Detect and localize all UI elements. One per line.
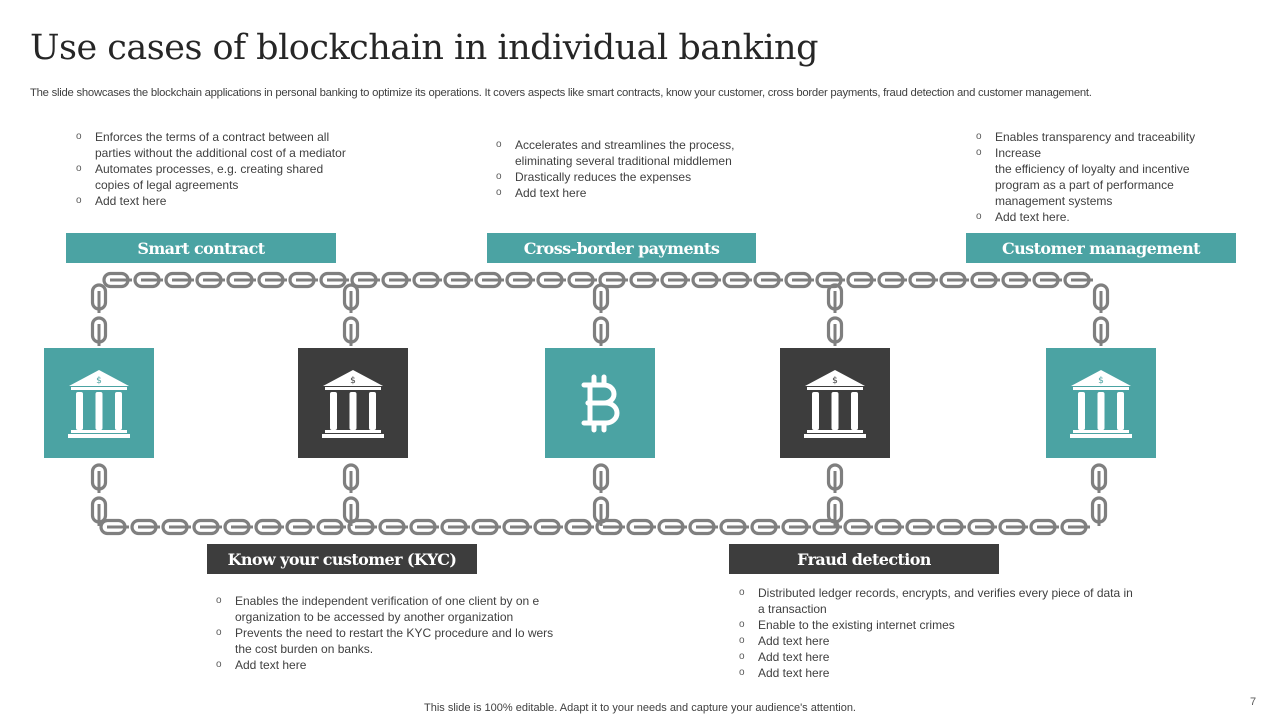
kyc-bullets: Enables the independent verification of … — [215, 593, 565, 673]
bank-icon: $ — [1070, 370, 1132, 438]
slide-title: Use cases of blockchain in individual ba… — [30, 28, 819, 68]
slide-subtitle: The slide showcases the blockchain appli… — [30, 87, 1092, 99]
svg-text:$: $ — [350, 376, 356, 386]
kyc-label: Know your customer (KYC) — [207, 544, 477, 574]
smart-contract-bullets: Enforces the terms of a contract between… — [75, 129, 355, 209]
fraud-detection-bullets: Distributed ledger records, encrypts, an… — [738, 585, 1138, 681]
fraud-detection-label: Fraud detection — [729, 544, 999, 574]
bank-icon: $ — [804, 370, 866, 438]
bullet-item: Enforces the terms of a contract between… — [75, 129, 355, 161]
customer-management-node: $ — [1046, 348, 1156, 458]
bullet-item: Drastically reduces the expenses — [495, 169, 735, 185]
cross-border-node — [545, 348, 655, 458]
bullet-item: Accelerates and streamlines the process,… — [495, 137, 735, 169]
bullet-item: Increase — [975, 145, 1225, 161]
bullet-item: the efficiency of loyalty and incentive … — [995, 162, 1190, 208]
kyc-node: $ — [298, 348, 408, 458]
smart-contract-label: Smart contract — [66, 233, 336, 263]
fraud-detection-node: $ — [780, 348, 890, 458]
bank-icon: $ — [322, 370, 384, 438]
bullet-item: Add text here — [495, 185, 735, 201]
bullet-item: Distributed ledger records, encrypts, an… — [738, 585, 1138, 617]
svg-text:$: $ — [96, 376, 102, 386]
bullet-item: Automates processes, e.g. creating share… — [75, 161, 355, 193]
customer-management-label: Customer management — [966, 233, 1236, 263]
svg-text:$: $ — [1098, 376, 1104, 386]
bullet-item: Add text here — [738, 633, 1138, 649]
cross-border-label: Cross-border payments — [487, 233, 756, 263]
bullet-item: Add text here — [738, 649, 1138, 665]
page-number: 7 — [1250, 696, 1257, 708]
bullet-item: Add text here — [75, 193, 355, 209]
bullet-item: Enables transparency and traceability — [975, 129, 1225, 145]
footer-note: This slide is 100% editable. Adapt it to… — [424, 702, 856, 714]
svg-text:$: $ — [832, 376, 838, 386]
bullet-item: Add text here — [215, 657, 565, 673]
bullet-item: Prevents the need to restart the KYC pro… — [215, 625, 565, 657]
bullet-item: Enables the independent verification of … — [215, 593, 565, 625]
customer-management-bullets: Enables transparency and traceability In… — [975, 129, 1225, 225]
bank-icon: $ — [68, 370, 130, 438]
smart-contract-node: $ — [44, 348, 154, 458]
bullet-item: Add text here — [738, 665, 1138, 681]
bullet-item: Enable to the existing internet crimes — [738, 617, 1138, 633]
cross-border-bullets: Accelerates and streamlines the process,… — [495, 137, 735, 201]
bitcoin-icon — [581, 374, 620, 433]
bullet-item: Add text here. — [975, 209, 1225, 225]
